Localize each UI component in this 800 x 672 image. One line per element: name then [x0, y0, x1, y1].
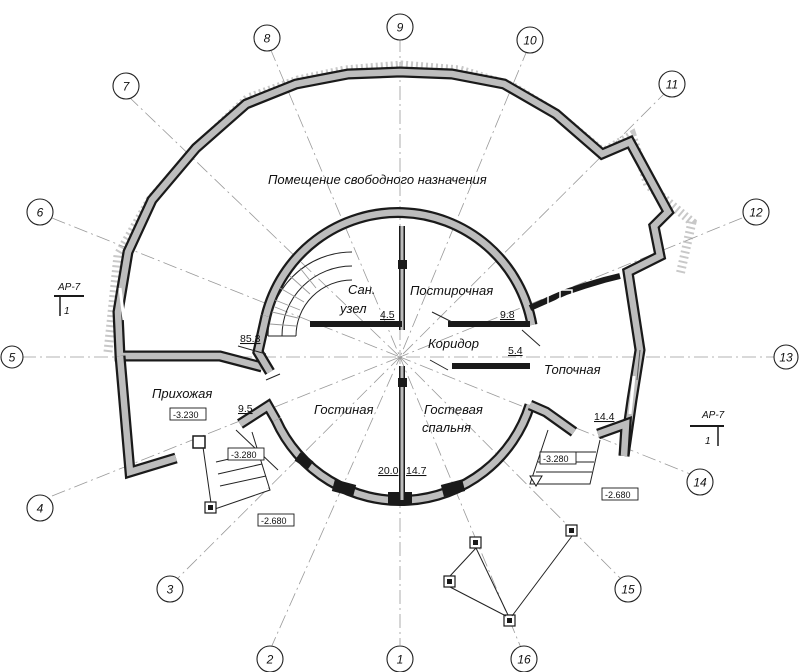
- windows[interactable]: [118, 287, 641, 415]
- area-free: 85.3: [240, 333, 261, 345]
- pile-markers: [443, 524, 578, 627]
- axis-10-label: 10: [523, 34, 537, 48]
- area-bathroom: 4.5: [380, 309, 395, 321]
- area-hall: 9.5: [238, 403, 253, 415]
- room-bathroom-2: узел: [339, 301, 367, 316]
- axis-2-label: 2: [266, 653, 274, 667]
- axis-11-label: 11: [666, 78, 678, 92]
- spiral-stair[interactable]: [267, 251, 353, 337]
- room-boiler: Топочная: [544, 362, 601, 377]
- left-porch[interactable]: [192, 429, 279, 514]
- level-marks: -3.230 -3.280 -2.680 -3.280 -2.680: [169, 407, 639, 527]
- level-porch-left: -3.280: [231, 450, 257, 460]
- room-guest-2: спальня: [422, 420, 471, 435]
- axis-grid: [22, 38, 775, 656]
- section-left-number: 1: [64, 306, 70, 317]
- level-ground-right: -2.680: [605, 490, 631, 500]
- section-marker-right: АР-7 1: [690, 410, 725, 447]
- area-guest: 14.7: [406, 465, 427, 477]
- level-porch-right: -3.280: [543, 454, 569, 464]
- room-labels: Помещение свободного назначения Сан. узе…: [152, 172, 601, 435]
- room-bathroom-1: Сан.: [348, 282, 376, 297]
- axis-13-label: 13: [779, 351, 793, 365]
- room-laundry: Постирочная: [410, 283, 493, 298]
- level-ground-left: -2.680: [261, 516, 287, 526]
- section-left-title: АР-7: [57, 282, 81, 293]
- section-marker-left: АР-7 1: [54, 282, 84, 317]
- leader-lines: [237, 311, 541, 381]
- axis-8-label: 8: [264, 32, 271, 46]
- room-free: Помещение свободного назначения: [268, 172, 487, 187]
- axis-16-label: 16: [517, 653, 531, 667]
- room-guest-1: Гостевая: [424, 402, 483, 417]
- boiler-flue: [528, 273, 621, 311]
- area-boiler: 14.4: [594, 411, 615, 423]
- outer-wall: [112, 66, 675, 480]
- area-laundry: 9.8: [500, 309, 515, 321]
- axis-5-label: 5: [9, 351, 16, 365]
- partitions: [310, 226, 530, 500]
- room-corridor: Коридор: [428, 336, 479, 351]
- area-labels: 85.3 4.5 9.8 5.4 9.5 20.0 14.7 14.4: [238, 309, 615, 477]
- room-hall: Прихожая: [152, 386, 212, 401]
- axis-9-label: 9: [397, 21, 404, 35]
- room-living: Гостиная: [314, 402, 374, 417]
- axis-7-label: 7: [123, 80, 131, 94]
- level-hall: -3.230: [173, 410, 199, 420]
- axis-15-label: 15: [621, 583, 635, 597]
- axis-4-label: 4: [37, 502, 44, 516]
- section-right-number: 1: [705, 436, 711, 447]
- axis-bubbles: 1 2 3 4 5 6 7 8 9 10 11 12 13 14 15 16: [0, 13, 799, 672]
- axis-12-label: 12: [749, 206, 763, 220]
- ring-window-blocks[interactable]: [294, 452, 466, 504]
- area-living: 20.0: [378, 465, 399, 477]
- section-right-title: АР-7: [701, 410, 725, 421]
- axis-14-label: 14: [693, 476, 707, 490]
- axis-6-label: 6: [37, 206, 44, 220]
- axis-3-label: 3: [167, 583, 174, 597]
- axis-1-label: 1: [397, 653, 404, 667]
- area-corridor: 5.4: [508, 345, 523, 357]
